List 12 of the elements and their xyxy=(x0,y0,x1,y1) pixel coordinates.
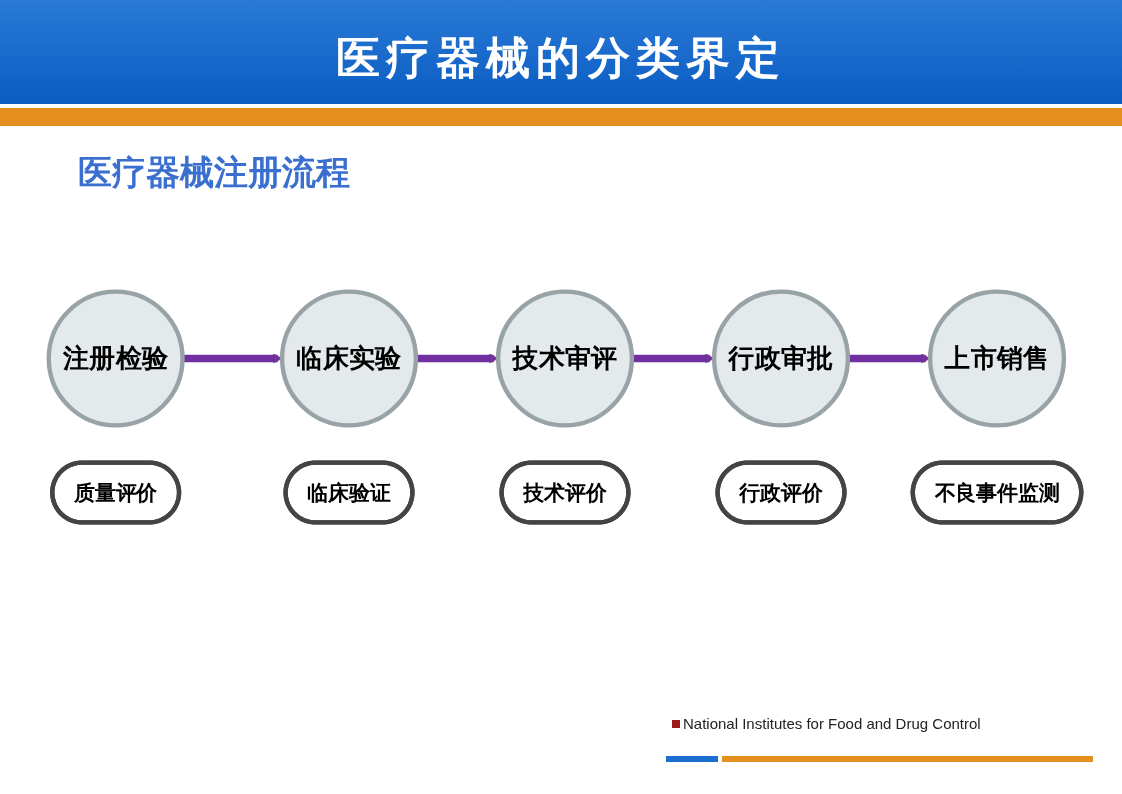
footer-text: National Institutes for Food and Drug Control xyxy=(683,714,981,734)
arrow xyxy=(631,353,715,364)
arrow xyxy=(182,353,283,364)
node-circle: 技术审评 xyxy=(495,289,635,428)
node-circle: 临床实验 xyxy=(279,289,419,428)
node-circle: 行政审批 xyxy=(711,289,851,428)
node-circle: 注册检验 xyxy=(46,289,185,428)
section-heading: 医疗器械注册流程 xyxy=(78,151,350,194)
node-circle: 上市销售 xyxy=(927,289,1067,428)
arrow xyxy=(415,353,499,364)
slide-title: 医疗器械的分类界定 xyxy=(336,31,786,85)
arrow xyxy=(847,353,931,364)
